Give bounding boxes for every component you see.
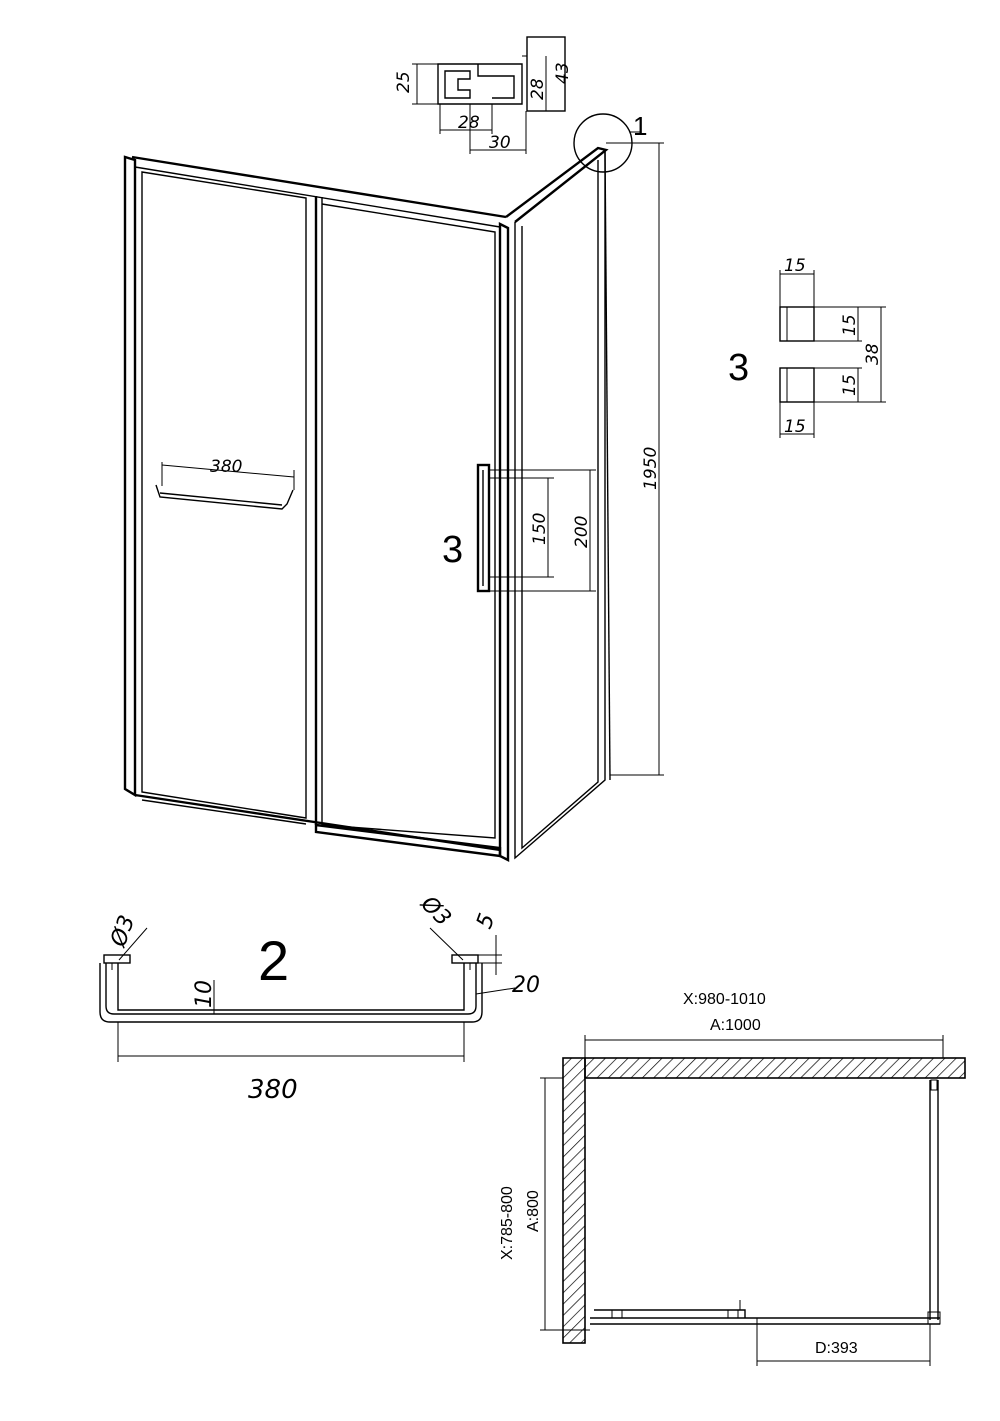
dim-towel-right-diameter: Ø3 — [415, 891, 456, 932]
dim-profile-height-28: 28 — [528, 78, 548, 100]
dim-handle-lower-15: 15 — [840, 374, 860, 396]
dim-profile-width-28: 28 — [458, 113, 480, 133]
plan-a-width: A:1000 — [710, 1017, 761, 1034]
callout-towel-bar-2: 2 — [258, 929, 289, 992]
dim-profile-height-43: 43 — [553, 62, 573, 84]
dim-handle-200: 200 — [572, 516, 592, 548]
dim-profile-height-25: 25 — [394, 71, 414, 93]
profile-detail: 25 28 30 28 43 — [394, 36, 573, 154]
callout-handle-detail-3: 3 — [728, 347, 749, 389]
dim-handle-upper-15: 15 — [840, 314, 860, 336]
dim-towel-left-diameter: Ø3 — [106, 912, 141, 951]
dim-towel-cap-5: 5 — [472, 910, 500, 932]
handle-detail: 15 15 38 15 15 3 — [728, 256, 886, 438]
plan-door-opening: D:393 — [815, 1340, 858, 1357]
callout-handle-3: 3 — [442, 529, 463, 571]
plan-a-depth: A:800 — [525, 1190, 542, 1232]
plan-view: X:980-1010 A:1000 X:785-800 A:800 D:393 — [499, 991, 966, 1366]
dim-handle-total-38: 38 — [863, 343, 883, 365]
back-wall — [584, 1057, 966, 1079]
callout-detail-1: 1 — [633, 111, 647, 141]
dim-towel-height-10: 10 — [192, 980, 217, 1008]
dim-enclosure-height: 1950 — [641, 447, 661, 490]
dim-handle-top-15: 15 — [784, 256, 806, 276]
dim-towel-depth-20: 20 — [512, 973, 540, 998]
dim-towel-length-380: 380 — [248, 1075, 298, 1105]
plan-x-depth: X:785-800 — [499, 1186, 516, 1260]
plan-x-width: X:980-1010 — [683, 991, 766, 1008]
shower-enclosure-view: 1 1950 380 150 200 3 — [123, 111, 664, 862]
dim-handle-150: 150 — [530, 513, 550, 545]
side-wall — [562, 1057, 586, 1344]
towel-bar-detail: Ø3 Ø3 5 20 10 380 2 — [99, 891, 540, 1105]
dim-towel-bar-380: 380 — [210, 457, 242, 477]
dim-profile-width-30: 30 — [489, 133, 511, 153]
dim-handle-bottom-15: 15 — [784, 417, 806, 437]
